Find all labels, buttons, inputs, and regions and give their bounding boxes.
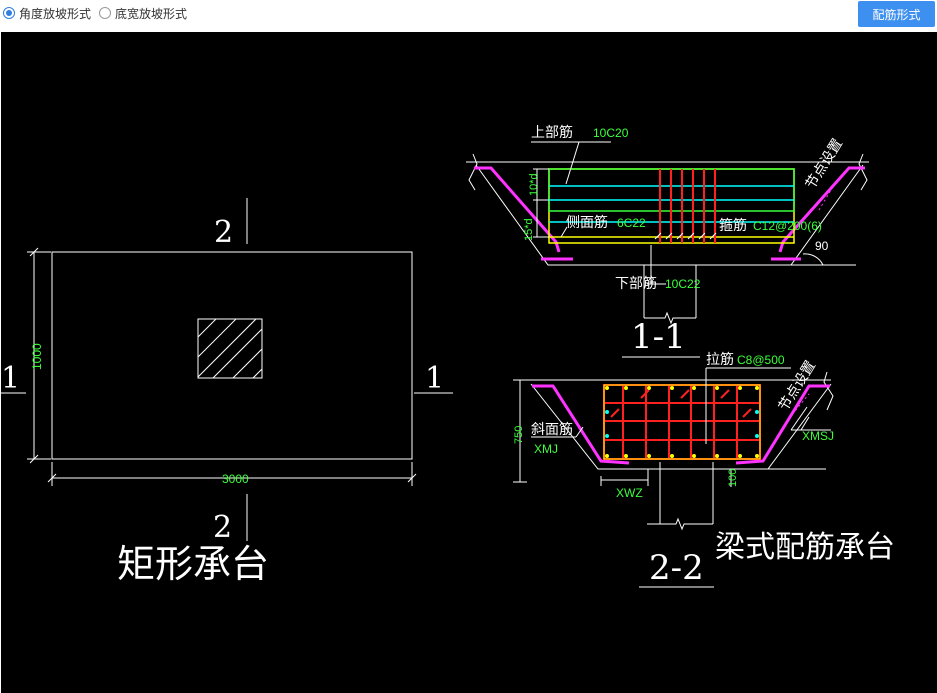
section-mark-right: 1 (425, 361, 444, 396)
slope-rebar-value[interactable]: XMJ (534, 442, 558, 456)
radio-checked-icon[interactable] (3, 7, 15, 19)
section22-bottom-dim: 100 (727, 469, 739, 487)
section11-node-setting[interactable]: 节点设置 (803, 136, 846, 192)
radio-width-slope-label: 底宽放坡形式 (115, 6, 188, 21)
stirrup-value[interactable]: C12@200(6) (753, 219, 822, 233)
top-toolbar: 角度放坡形式 底宽放坡形式 配筋形式 (0, 0, 937, 31)
bottom-rebar-value[interactable]: 10C22 (665, 277, 701, 291)
radio-angle-slope[interactable]: 角度放坡形式 (3, 4, 91, 22)
section11-angle: 90 (815, 239, 829, 253)
section22-height-dim: 750 (513, 426, 525, 444)
section11-dim-a: 10*d (528, 173, 540, 196)
radio-width-slope[interactable]: 底宽放坡形式 (99, 4, 187, 22)
column-hatch (197, 318, 263, 379)
cad-drawing: 2 2 1 1 3000 1000 矩形承台 (1, 124, 895, 588)
height-dim-text: 1000 (30, 343, 44, 370)
top-rebar-label: 上部筋 (531, 124, 573, 141)
slope-rebar-label: 斜面筋 (531, 421, 573, 438)
section-1-1: 10*d 15*d 90 节点设置 上部筋 10C20 侧面筋 6C22 箍筋 … (466, 124, 869, 358)
cap-outline (51, 251, 413, 460)
cad-drawing-canvas: 2 2 1 1 3000 1000 矩形承台 (1, 32, 937, 693)
radio-unchecked-icon[interactable] (99, 7, 111, 19)
section22-bottom-label[interactable]: XWZ (616, 486, 643, 500)
rect-cap-plan: 2 2 1 1 3000 1000 矩形承台 (1, 198, 453, 586)
rebar-form-button[interactable]: 配筋形式 (858, 1, 935, 27)
section22-right-label[interactable]: XMSJ (802, 429, 834, 443)
radio-angle-slope-label: 角度放坡形式 (19, 6, 92, 21)
section-mark-bottom: 2 (213, 510, 232, 545)
section-2-2: 750 XWZ 100 节点设置 拉筋 C8@500 斜面筋 XMJ XMSJ … (513, 351, 834, 588)
tie-rebar-label: 拉筋 (706, 351, 734, 368)
section11-dim-b: 15*d (523, 218, 535, 241)
top-rebar-value[interactable]: 10C20 (593, 126, 629, 140)
rect-cap-title: 矩形承台 (117, 542, 269, 586)
side-rebar-label: 侧面筋 (566, 214, 608, 231)
height-dimension: 1000 (27, 247, 51, 464)
section-mark-top: 2 (214, 215, 233, 250)
section-mark-left: 1 (1, 361, 20, 396)
rebar-dots (605, 386, 759, 458)
width-dimension: 3000 (47, 462, 417, 486)
side-rebar-value[interactable]: 6C22 (617, 216, 646, 230)
section11-title: 1-1 (631, 317, 686, 357)
beam-cap-caption: 梁式配筋承台 (715, 530, 895, 565)
width-dim-text: 3000 (222, 472, 249, 486)
stirrup-label: 箍筋 (719, 217, 747, 234)
bottom-rebar-label: 下部筋 (615, 275, 657, 292)
section22-title: 2-2 (649, 548, 704, 588)
tie-rebar-value[interactable]: C8@500 (737, 353, 785, 367)
